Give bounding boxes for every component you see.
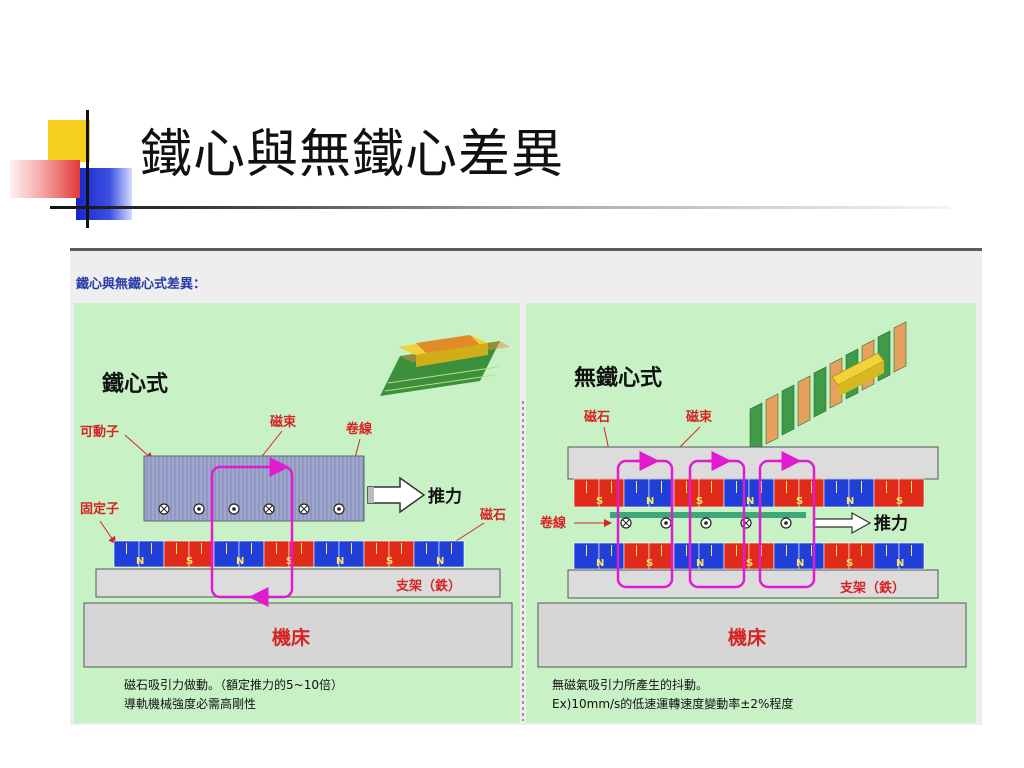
ironless-base — [537, 602, 967, 668]
pole-letter: S — [286, 556, 293, 567]
pole-letter: S — [186, 556, 193, 567]
pole-letter: S — [796, 496, 803, 507]
pole-letter: S — [746, 558, 753, 569]
pole-letter: S — [846, 558, 853, 569]
decor-vertical-line — [86, 110, 89, 228]
pole-letter: S — [646, 558, 653, 569]
iron-core-coil-row — [158, 503, 345, 515]
comparison-figure: 鐵心與無鐵心式差異： 鐵心式 — [70, 248, 982, 725]
magnet-plate — [797, 375, 811, 427]
ironless-illustration — [749, 321, 907, 454]
ironless-top-yoke — [567, 446, 939, 480]
pole-letter: S — [696, 496, 703, 507]
pole-letter: N — [236, 556, 244, 567]
pole-letter: S — [596, 496, 603, 507]
ironless-flux-loops — [616, 451, 816, 589]
ironless-bottom-yoke — [567, 569, 939, 599]
ironless-support-label: 支架（鉄） — [839, 580, 905, 596]
magnet-plate — [813, 366, 827, 418]
ironless-coil-row — [610, 512, 806, 529]
iron-core-support-label: 支架（鉄） — [395, 578, 461, 594]
pole-letter: N — [336, 556, 344, 567]
iron-core-mover-label: 可動子 — [80, 424, 119, 440]
decor-horizontal-line — [50, 206, 950, 209]
pole-letter: N — [896, 558, 904, 569]
iron-core-thrust-arrow — [367, 476, 426, 514]
ironless-title: 無鐵心式 — [574, 365, 662, 391]
decor-blue-square — [76, 168, 132, 220]
magnet-plate — [765, 393, 779, 445]
iron-core-stator-label: 固定子 — [80, 501, 119, 517]
ironless-coil-label: 卷線 — [540, 515, 567, 531]
figure-heading: 鐵心與無鐵心式差異： — [76, 277, 207, 292]
ironless-flux-label: 磁束 — [686, 409, 713, 425]
iron-core-support — [95, 568, 501, 598]
pole-letter: N — [846, 496, 854, 507]
pole-letter: N — [796, 558, 804, 569]
ironless-note-1: 無磁氣吸引力所產生的抖動。 — [552, 677, 708, 692]
pole-letter: N — [746, 496, 754, 507]
pole-letter: N — [646, 496, 654, 507]
iron-core-flux-label: 磁束 — [270, 414, 297, 430]
ironless-thrust-arrow — [813, 511, 872, 535]
iron-core-note-2: 導軌機械強度必需高剛性 — [124, 696, 256, 711]
ironless-thrust-label: 推力 — [874, 513, 908, 534]
iron-core-illustration — [380, 335, 510, 396]
pole-letter: N — [696, 558, 704, 569]
decor-red-bar — [10, 160, 80, 198]
iron-core-note-1: 磁石吸引力做動。（額定推力的5~10倍） — [124, 677, 343, 692]
ironless-note-2: Ex)10mm/s的低速運轉速度變動率±2%程度 — [552, 696, 793, 711]
coil-carrier — [610, 512, 806, 518]
iron-core-base — [83, 602, 513, 668]
magnet-plate — [749, 402, 763, 454]
page-title: 鐵心與無鐵心差異 — [140, 125, 565, 185]
iron-core-title: 鐵心式 — [102, 372, 168, 397]
pole-letter: S — [896, 496, 903, 507]
ironless-magnet-label: 磁石 — [584, 409, 610, 425]
pole-letter: N — [136, 556, 144, 567]
iron-core-base-label: 機床 — [272, 626, 310, 649]
magnet-plate — [781, 384, 795, 436]
iron-core-coil-label: 卷線 — [346, 421, 373, 437]
pole-letter: S — [386, 556, 393, 567]
magnet-plate — [893, 321, 907, 373]
iron-core-thrust-label: 推力 — [428, 486, 462, 507]
decor-yellow-square — [48, 120, 90, 162]
motor-comparison-diagram: 鐵心式 可動子 磁束 卷線 固定子 磁石 推力 — [74, 303, 976, 723]
ironless-base-label: 機床 — [728, 626, 766, 649]
iron-core-magnet-label: 磁石 — [480, 507, 506, 523]
pole-letter: N — [596, 558, 604, 569]
pole-letter: N — [436, 556, 444, 567]
